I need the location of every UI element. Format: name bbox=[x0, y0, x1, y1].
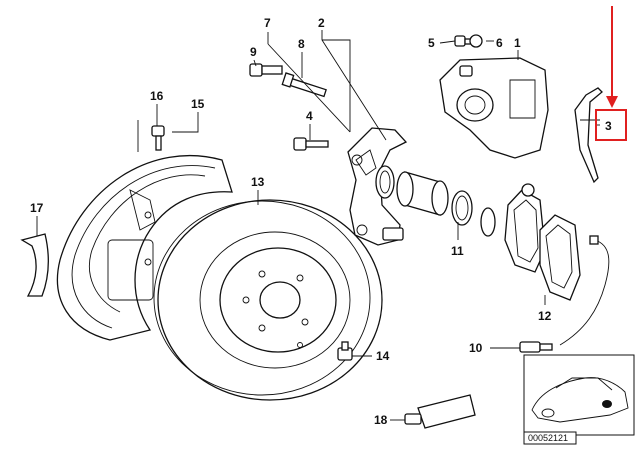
brake-pads bbox=[504, 183, 581, 301]
car-location-inset: 00052121 bbox=[523, 354, 635, 445]
callout-2: 2 bbox=[318, 16, 325, 30]
callout-10: 10 bbox=[469, 341, 483, 355]
callout-18: 18 bbox=[374, 413, 388, 427]
callout-14: 14 bbox=[376, 349, 390, 363]
highlight-marker bbox=[595, 6, 627, 141]
backing-plate bbox=[56, 155, 233, 341]
callout-5: 5 bbox=[428, 36, 435, 50]
piston-seal-kit bbox=[375, 165, 496, 237]
callout-13: 13 bbox=[251, 175, 265, 189]
callout-9: 9 bbox=[250, 45, 257, 59]
brake-disc bbox=[153, 199, 383, 401]
guide-bolt bbox=[281, 72, 327, 98]
callout-7: 7 bbox=[264, 16, 271, 30]
callout-17: 17 bbox=[30, 201, 44, 215]
dust-cap bbox=[469, 34, 483, 48]
callout-4: 4 bbox=[306, 109, 313, 123]
brake-caliper bbox=[439, 57, 549, 159]
callout-8: 8 bbox=[298, 37, 305, 51]
guide-sleeve bbox=[249, 63, 283, 77]
callout-1: 1 bbox=[514, 36, 521, 50]
assembly-paste-tube bbox=[404, 394, 476, 429]
callout-15: 15 bbox=[191, 97, 205, 111]
wear-sensor bbox=[519, 235, 610, 353]
diagram-code: 00052121 bbox=[528, 433, 568, 443]
disc-screw bbox=[337, 341, 353, 361]
callout-labels: 1 2 3 4 5 6 7 8 9 10 11 12 13 14 15 16 1… bbox=[30, 16, 612, 427]
retaining-spring-17 bbox=[20, 233, 50, 297]
leader-lines bbox=[36, 30, 600, 421]
backing-plate-bolt bbox=[151, 125, 165, 151]
callout-6: 6 bbox=[496, 36, 503, 50]
callout-12: 12 bbox=[538, 309, 552, 323]
callout-16: 16 bbox=[150, 89, 164, 103]
callout-11: 11 bbox=[451, 244, 464, 258]
carrier-bolt bbox=[293, 137, 329, 151]
callout-3: 3 bbox=[605, 119, 612, 133]
anti-rattle-spring bbox=[574, 87, 603, 184]
bleeder-valve bbox=[454, 35, 474, 47]
